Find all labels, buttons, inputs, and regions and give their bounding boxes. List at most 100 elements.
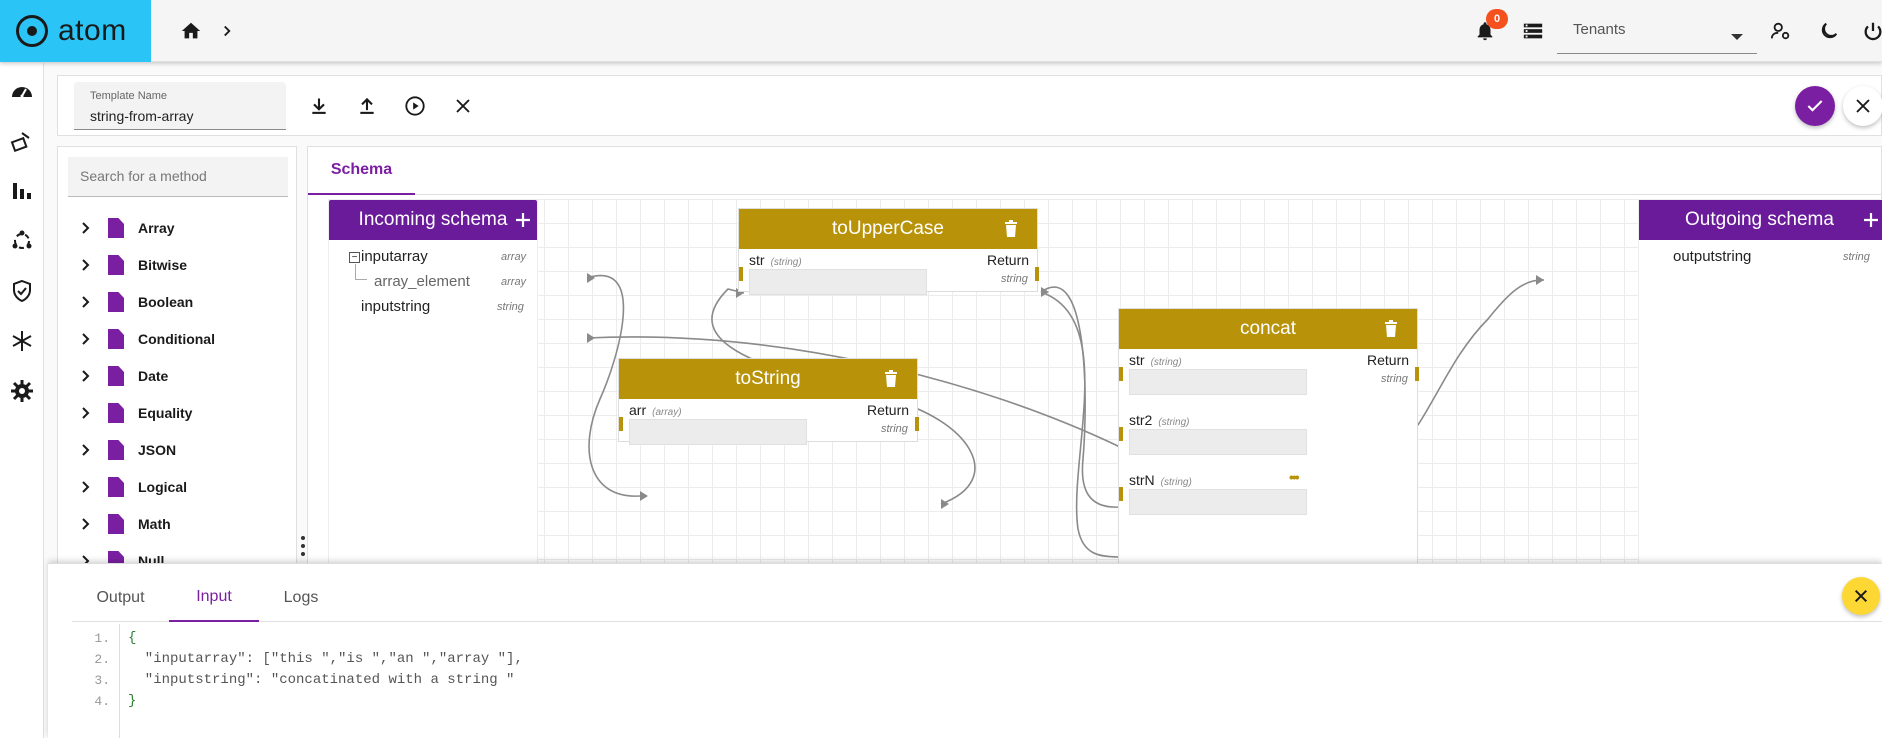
chevron-right-icon[interactable] [78, 368, 94, 384]
power-icon[interactable] [1860, 18, 1882, 44]
incoming-schema-title: Incoming schema [358, 209, 508, 230]
code-line: "inputstring": "concatinated with a stri… [128, 672, 515, 688]
code-line: } [128, 693, 137, 709]
shield-check-icon[interactable] [8, 277, 36, 305]
add-plus-icon[interactable] [513, 210, 533, 230]
schema-panel: Schema [307, 146, 1882, 567]
close-icon[interactable] [450, 93, 476, 119]
incoming-row-array-element[interactable]: array_element [374, 273, 470, 290]
incoming-schema-node[interactable]: Incoming schema − inputarray array array… [328, 199, 538, 567]
method-item-null[interactable]: Null [58, 542, 296, 566]
save-confirm-button[interactable] [1795, 86, 1835, 126]
method-item-json[interactable]: JSON [58, 431, 296, 468]
concat-strn-port[interactable] [1119, 487, 1123, 501]
list-icon[interactable] [1520, 18, 1546, 44]
snowflake-icon[interactable] [8, 327, 36, 355]
outgoing-schema-header[interactable]: Outgoing schema [1639, 200, 1882, 240]
app-logo[interactable]: atom [0, 0, 151, 62]
code-line: { [128, 630, 137, 646]
method-search-input[interactable] [80, 168, 280, 184]
chevron-right-icon[interactable] [78, 331, 94, 347]
concat-header[interactable]: concat [1119, 309, 1417, 349]
method-item-boolean[interactable]: Boolean [58, 283, 296, 320]
dark-mode-moon-icon[interactable] [1816, 18, 1842, 44]
concat-str2-input[interactable] [1129, 429, 1307, 455]
method-item-date[interactable]: Date [58, 357, 296, 394]
concat-strn-input[interactable] [1129, 489, 1307, 515]
concat-input-strn-label: strN(string) [1129, 472, 1192, 488]
discard-button[interactable] [1843, 86, 1882, 126]
incoming-row-inputstring[interactable]: inputstring [361, 298, 431, 315]
method-item-label: Null [138, 553, 165, 566]
top-bar: atom 0 Tenants [0, 0, 1882, 62]
input-code-editor[interactable]: 1. { 2. "inputarray": ["this ","is ","an… [72, 624, 1882, 738]
concat-str-input[interactable] [1129, 369, 1307, 395]
incoming-row-inputarray[interactable]: inputarray [361, 248, 428, 265]
concat-node[interactable]: concat str(string) Return string str2(st… [1118, 308, 1419, 567]
notifications-bell-icon[interactable] [1472, 18, 1498, 44]
play-circle-icon[interactable] [402, 93, 428, 119]
concat-output-port[interactable] [1415, 367, 1419, 381]
chevron-right-icon[interactable] [78, 405, 94, 421]
concat-str2-port[interactable] [1119, 427, 1123, 441]
user-settings-icon[interactable] [1768, 18, 1794, 44]
settings-gear-icon[interactable] [8, 377, 36, 405]
method-item-bitwise[interactable]: Bitwise [58, 246, 296, 283]
method-search-field[interactable] [68, 157, 288, 197]
add-plus-icon[interactable] [1861, 210, 1881, 230]
chevron-right-icon[interactable] [78, 294, 94, 310]
concat-str-port[interactable] [1119, 367, 1123, 381]
template-name-input[interactable] [90, 108, 280, 124]
flow-icon[interactable] [8, 127, 36, 155]
tostring-header[interactable]: toString [619, 359, 917, 399]
method-item-conditional[interactable]: Conditional [58, 320, 296, 357]
method-item-logical[interactable]: Logical [58, 468, 296, 505]
home-icon[interactable] [178, 18, 204, 44]
console-tabbar: Output Input Logs [72, 574, 1882, 622]
tostring-arr-input[interactable] [629, 419, 807, 445]
delete-trash-icon[interactable] [1381, 319, 1401, 339]
tostring-node[interactable]: toString arr(array) Return string [618, 358, 919, 445]
tab-logs[interactable]: Logs [283, 589, 319, 606]
touppercase-header[interactable]: toUpperCase [739, 209, 1037, 249]
chevron-right-icon[interactable] [78, 442, 94, 458]
close-icon [1856, 99, 1870, 113]
document-icon [108, 218, 124, 238]
method-item-array[interactable]: Array [58, 209, 296, 246]
tab-input[interactable]: Input [169, 574, 259, 622]
touppercase-str-input[interactable] [749, 269, 927, 295]
tostring-input-port[interactable] [619, 417, 623, 431]
tab-output[interactable]: Output [96, 589, 145, 606]
touppercase-input-port[interactable] [739, 267, 743, 281]
chevron-right-icon[interactable] [78, 220, 94, 236]
collapse-toggle-icon[interactable]: − [349, 252, 360, 263]
tostring-return-label: Return [867, 402, 910, 418]
network-icon[interactable] [8, 227, 36, 255]
outgoing-row-outputstring[interactable]: outputstring [1673, 248, 1752, 265]
method-item-math[interactable]: Math [58, 505, 296, 542]
outgoing-schema-node[interactable]: Outgoing schema outputstring string [1638, 199, 1882, 567]
method-item-equality[interactable]: Equality [58, 394, 296, 431]
more-options-icon[interactable]: ••• [1289, 469, 1300, 485]
tostring-output-port[interactable] [915, 417, 919, 431]
dashboard-gauge-icon[interactable] [8, 77, 36, 105]
panel-resize-handle[interactable] [300, 535, 306, 557]
incoming-schema-header[interactable]: Incoming schema [329, 200, 537, 240]
delete-trash-icon[interactable] [881, 369, 901, 389]
download-icon[interactable] [306, 93, 332, 119]
bar-chart-icon[interactable] [8, 177, 36, 205]
chevron-right-icon[interactable] [78, 257, 94, 273]
upload-icon[interactable] [354, 93, 380, 119]
chevron-right-icon[interactable] [78, 516, 94, 532]
template-name-field[interactable]: Template Name [74, 82, 286, 130]
mapping-canvas[interactable]: Incoming schema − inputarray array array… [328, 199, 1882, 567]
touppercase-output-port[interactable] [1035, 267, 1039, 281]
delete-trash-icon[interactable] [1001, 219, 1021, 239]
console-close-button[interactable] [1842, 577, 1880, 615]
caret-down-icon [1731, 34, 1743, 40]
touppercase-node[interactable]: toUpperCase str(string) Return string [738, 208, 1039, 295]
method-item-label: Conditional [138, 331, 215, 347]
tenants-select[interactable]: Tenants [1557, 12, 1757, 54]
chevron-right-icon[interactable] [78, 479, 94, 495]
tab-schema[interactable]: Schema [308, 147, 415, 195]
